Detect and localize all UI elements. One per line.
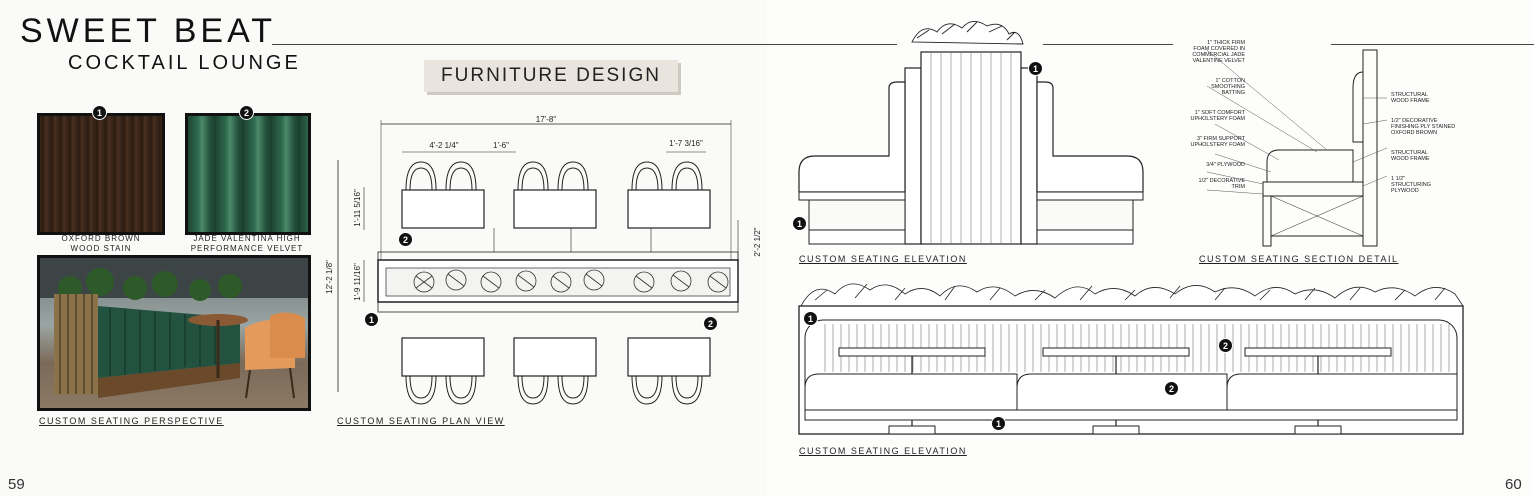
caption-line: PERFORMANCE VELVET: [190, 244, 304, 253]
right-page: 1 1 CUSTOM SEATING ELEVATION 1" THICK FI…: [767, 0, 1534, 496]
section-note-line: UPHOLSTERY FOAM: [1190, 116, 1245, 122]
section-badge: FURNITURE DESIGN: [424, 60, 678, 92]
material-marker-1: 1: [92, 105, 107, 120]
section-note-line: STRUCTURAL: [1391, 150, 1428, 156]
elevation-top-label: CUSTOM SEATING ELEVATION: [799, 254, 967, 264]
caption-line: WOOD STAIN: [70, 244, 132, 253]
elevation-top-marker-1b: 1: [792, 216, 807, 231]
title-rule: [272, 44, 767, 45]
seating-plan-view: 17'-8" 4'-2 1/4" 1'-6" 1'-7 3/16" 12'-2 …: [326, 115, 762, 405]
material-marker-2: 2: [239, 105, 254, 120]
material-caption-1: OXFORD BROWN WOOD STAIN: [37, 234, 165, 254]
header-rule-left: [767, 44, 897, 45]
section-title: FURNITURE DESIGN: [441, 65, 661, 86]
section-note-line: COMMERCIAL JADE: [1192, 52, 1245, 58]
section-note-line: FOAM COVERED IN: [1193, 46, 1245, 52]
section-note-line: 3/4" PLYWOOD: [1206, 162, 1245, 168]
section-note-line: STRUCTURAL: [1391, 92, 1428, 98]
section-detail-label: CUSTOM SEATING SECTION DETAIL: [1199, 254, 1399, 264]
section-note-line: WOOD FRAME: [1391, 98, 1430, 104]
left-page: SWEET BEAT COCKTAIL LOUNGE FURNITURE DES…: [8, 12, 767, 493]
section-note-line: 1" SOFT COMFORT: [1195, 110, 1246, 116]
section-note-line: BATTING: [1222, 90, 1245, 96]
section-note-line: 1" THICK FIRM: [1207, 40, 1245, 46]
material-swatch-wood: [37, 113, 165, 235]
seating-elevation-top: [798, 21, 1144, 245]
perspective-illustration: [40, 258, 308, 399]
section-note-line: STRUCTURING: [1391, 182, 1431, 188]
elevation-bottom-marker-2a: 2: [1218, 338, 1233, 353]
dim-table-width: 4'-2 1/4": [429, 141, 458, 150]
elevation-top-marker-1a: 1: [1028, 61, 1043, 76]
section-note-line: VALENTINE VELVET: [1193, 58, 1246, 64]
caption-line: OXFORD BROWN: [61, 234, 141, 243]
section-note-line: 1" COTTON: [1215, 78, 1245, 84]
section-note-line: OXFORD BROWN: [1391, 130, 1437, 136]
section-note-line: TRIM: [1232, 184, 1246, 190]
page-subtitle: COCKTAIL LOUNGE: [68, 52, 301, 74]
elevation-bottom-marker-2b: 2: [1164, 381, 1179, 396]
plan-marker-1: 1: [364, 312, 379, 327]
section-note-line: 3" FIRM SUPPORT: [1197, 136, 1246, 142]
section-note-line: SMOOTHING: [1211, 84, 1245, 90]
page-number-right: 60: [1505, 476, 1522, 493]
seating-elevation-bottom: [798, 283, 1464, 435]
dim-side-offset: 2'-2 1/2": [753, 227, 762, 256]
section-note-line: FINISHING PLY STAINED: [1391, 124, 1455, 130]
section-note-line: 1/2" DECORATIVE: [1199, 178, 1246, 184]
header-rule-mid: [1043, 44, 1173, 45]
dim-overall-width: 17'-8": [536, 115, 557, 124]
elevation-bottom-marker-1a: 1: [803, 311, 818, 326]
dim-bench-depth: 1'-9 11/16": [353, 263, 362, 301]
plan-marker-2b: 2: [703, 316, 718, 331]
material-caption-2: JADE VALENTINA HIGH PERFORMANCE VELVET: [180, 234, 314, 254]
section-note-line: 1 1/2": [1391, 176, 1405, 182]
section-note-line: 1/2" DECORATIVE: [1391, 118, 1438, 124]
section-note-line: UPHOLSTERY FOAM: [1190, 142, 1245, 148]
dim-table-depth: 1'-11 5/16": [353, 189, 362, 227]
dim-chair-span: 1'-7 3/16": [669, 139, 703, 148]
section-note-line: PLYWOOD: [1391, 188, 1419, 194]
section-note-line: WOOD FRAME: [1391, 156, 1430, 162]
dim-gap: 1'-6": [493, 141, 509, 150]
seating-perspective-render: [37, 255, 311, 411]
perspective-label: CUSTOM SEATING PERSPECTIVE: [39, 416, 224, 426]
material-swatch-velvet: [185, 113, 311, 235]
page-number-left: 59: [8, 476, 25, 493]
dim-overall-depth: 12'-2 1/8": [326, 260, 334, 294]
page-title: SWEET BEAT: [20, 12, 277, 50]
plan-view-label: CUSTOM SEATING PLAN VIEW: [337, 416, 505, 426]
header-rule-right: [1331, 44, 1534, 45]
caption-line: JADE VALENTINA HIGH: [193, 234, 301, 243]
elevation-bottom-label: CUSTOM SEATING ELEVATION: [799, 446, 967, 456]
plan-marker-2a: 2: [398, 232, 413, 247]
elevation-bottom-marker-1b: 1: [991, 416, 1006, 431]
